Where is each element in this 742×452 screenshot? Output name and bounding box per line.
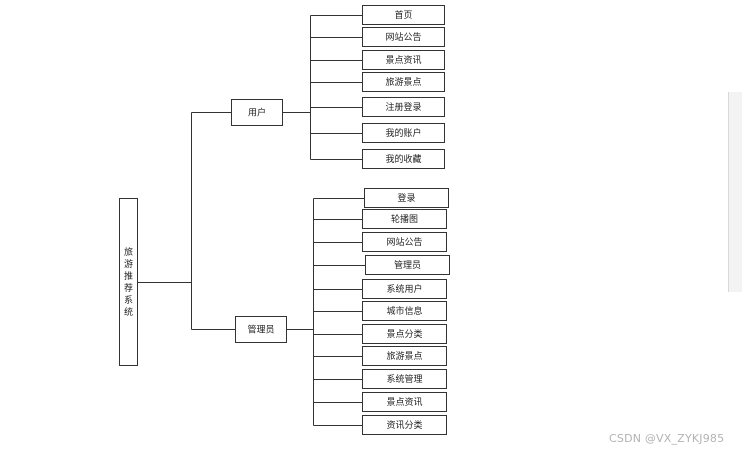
- branch-admin-leaf-box: [364, 188, 449, 208]
- branch-user-leaf-box: [362, 27, 445, 47]
- branch-admin-leaf-label: 管理员: [394, 259, 421, 271]
- branch-user-leaf: 我的收藏: [362, 149, 445, 169]
- branch-admin-leaf-label: 登录: [397, 193, 415, 204]
- branch-user-leaf-box: [362, 123, 445, 143]
- branch-admin-leaf-label: 旅游景点: [386, 350, 422, 362]
- branch-user-leaf: 旅游景点: [362, 72, 445, 92]
- branch-user-leaf: 网站公告: [362, 27, 445, 47]
- branch-admin-leaf: 景点分类: [362, 324, 447, 344]
- root-node: 旅游推荐系统: [119, 198, 138, 366]
- branch-user-leaf-box: [362, 5, 445, 25]
- branch-user-leaf-label: 景点资讯: [385, 55, 421, 66]
- root-node-box: [119, 198, 138, 366]
- branch-user-leaf-label: 我的账户: [385, 127, 421, 139]
- branch-user: 用户: [231, 99, 283, 126]
- branch-admin-label: 管理员: [247, 324, 274, 336]
- branch-admin-leaf-box: [365, 255, 450, 275]
- branch-user-leaf-box: [362, 97, 445, 117]
- branch-admin-leaf: 网站公告: [362, 232, 447, 252]
- diagram-nodes: 旅游推荐系统用户首页网站公告景点资讯旅游景点注册登录我的账户我的收藏管理员登录轮…: [119, 5, 450, 435]
- branch-admin-leaf-box: [362, 324, 447, 344]
- branch-admin-box: [235, 316, 287, 343]
- branch-admin-leaf-label: 系统用户: [386, 283, 422, 295]
- csdn-watermark: CSDN @VX_ZYKJ985: [609, 432, 725, 445]
- branch-admin-leaf-box: [362, 392, 447, 412]
- connector-lines: [137, 15, 366, 426]
- branch-user-leaf-box: [362, 72, 445, 92]
- branch-admin-leaf-label: 网站公告: [386, 236, 422, 248]
- branch-user-leaf-label: 首页: [394, 9, 412, 21]
- branch-admin-leaf-label: 景点资讯: [386, 397, 422, 408]
- branch-admin-leaf-label: 系统管理: [386, 373, 422, 385]
- branch-admin-leaf-box: [362, 232, 447, 252]
- branch-user-leaf: 首页: [362, 5, 445, 25]
- branch-admin-leaf-box: [362, 209, 447, 229]
- branch-admin-leaf: 城市信息: [362, 301, 447, 321]
- branch-admin: 管理员: [235, 316, 287, 343]
- branch-admin-leaf-label: 城市信息: [386, 305, 422, 317]
- branch-user-leaf: 注册登录: [362, 97, 445, 117]
- branch-admin-leaf-label: 景点分类: [386, 328, 422, 340]
- branch-user-box: [231, 99, 283, 126]
- branch-admin-leaf: 旅游景点: [362, 346, 447, 366]
- root-node-label: 旅游推荐系统: [124, 246, 133, 318]
- side-scroll-strip: [728, 92, 742, 292]
- branch-user-leaf-box: [362, 50, 445, 70]
- branch-admin-leaf-box: [362, 279, 447, 299]
- branch-user-leaf: 我的账户: [362, 123, 445, 143]
- branch-admin-leaf: 管理员: [365, 255, 450, 275]
- branch-user-leaf-label: 我的收藏: [385, 153, 421, 165]
- branch-admin-leaf-label: 资讯分类: [386, 419, 422, 431]
- branch-user-leaf-label: 旅游景点: [385, 76, 421, 88]
- branch-user-leaf-label: 网站公告: [385, 31, 421, 43]
- branch-admin-leaf-label: 轮播图: [391, 213, 418, 225]
- branch-admin-leaf: 景点资讯: [362, 392, 447, 412]
- branch-admin-leaf: 系统用户: [362, 279, 447, 299]
- branch-admin-leaf-box: [362, 301, 447, 321]
- branch-user-leaf: 景点资讯: [362, 50, 445, 70]
- branch-admin-leaf-box: [362, 415, 447, 435]
- branch-admin-leaf-box: [362, 369, 447, 389]
- branch-user-leaf-label: 注册登录: [385, 101, 421, 113]
- branch-user-label: 用户: [248, 107, 266, 119]
- branch-admin-leaf: 系统管理: [362, 369, 447, 389]
- branch-admin-leaf: 资讯分类: [362, 415, 447, 435]
- branch-admin-leaf-box: [362, 346, 447, 366]
- branch-admin-leaf: 轮播图: [362, 209, 447, 229]
- branch-admin-leaf: 登录: [364, 188, 449, 208]
- branch-user-leaf-box: [362, 149, 445, 169]
